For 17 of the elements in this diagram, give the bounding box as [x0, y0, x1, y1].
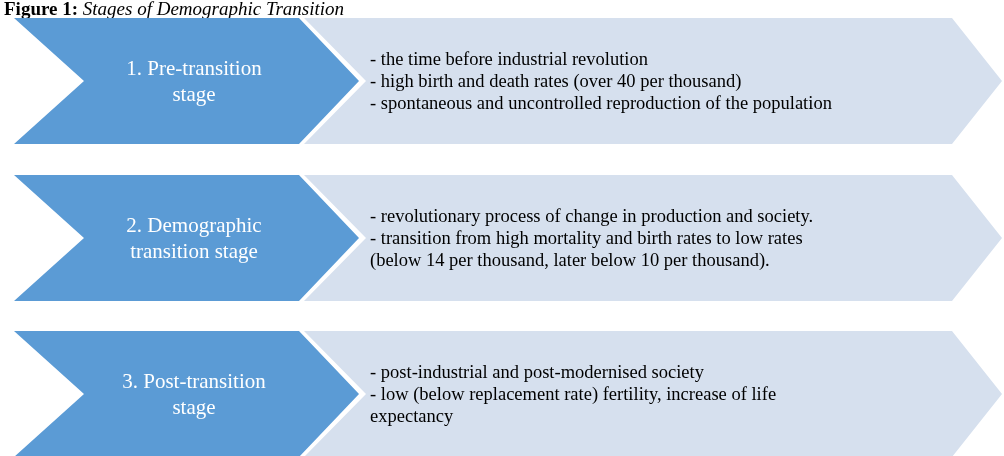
bullet-text: - the time before industrial revolution: [370, 47, 649, 70]
description-banner: [304, 331, 1004, 456]
bullet-text: - revolutionary process of change in production and society.: [370, 204, 815, 227]
bullet-text: - transition from high mortality and birth rates to low rates (below 14 per thousand, later below 10 per thousand).: [370, 226, 804, 272]
bullet-text: - spontaneous and uncontrolled reproduction of the population: [370, 92, 833, 115]
description-banner: [304, 175, 1004, 301]
bullet-text: - low (below replacement rate) fertility, increase of life expectancy: [370, 382, 778, 428]
stage-label: 2. Demographic transition stage: [125, 211, 263, 265]
description-banner: [304, 18, 1004, 144]
bullet-text: - high birth and death rates (over 40 per thousand): [370, 69, 743, 93]
stage-label: 1. Pre-transition stage: [125, 54, 263, 108]
bullet-text: - post-industrial and post-modernised society: [370, 360, 705, 383]
stage-banner: [14, 175, 359, 301]
stage-label: 3. Post-transition stage: [121, 367, 267, 421]
figure-title: Figure 1: Stages of Demographic Transition: [4, 0, 345, 20]
stage-banner: [14, 331, 359, 456]
stage-banner: [14, 18, 359, 144]
